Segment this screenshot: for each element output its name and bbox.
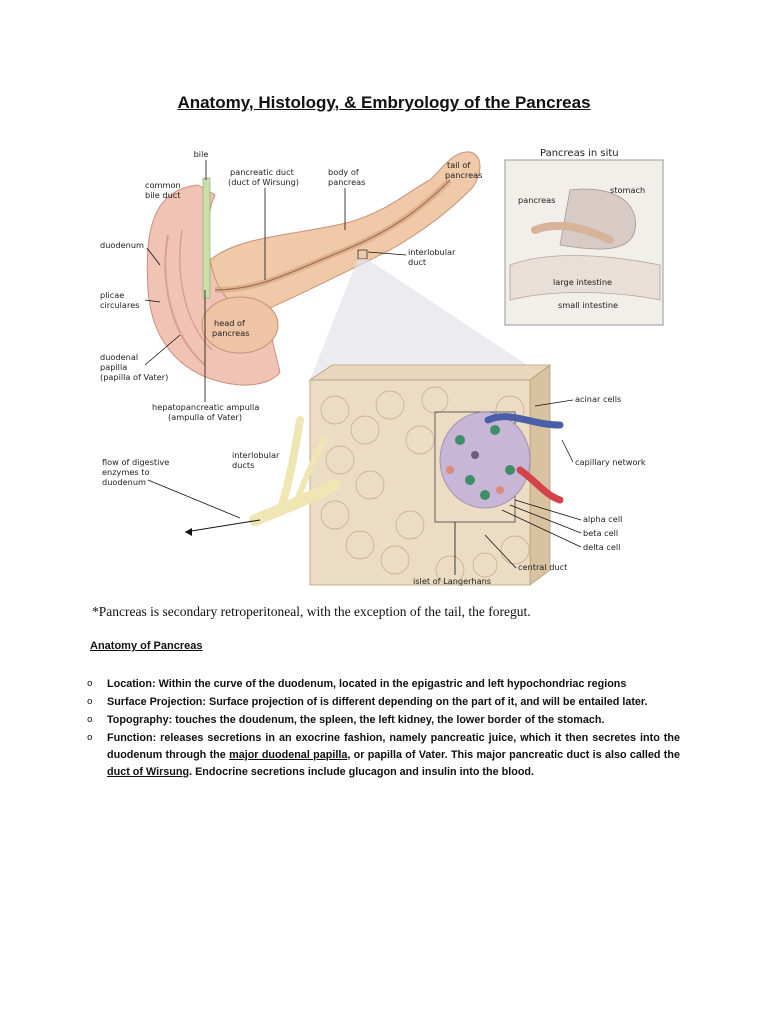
inset-label-pancreas: pancreas [518,195,555,205]
bullet-text: , or papilla of Vater. This major pancre… [347,749,680,761]
label-common-bile-duct-2: bile duct [145,190,181,200]
label-pancreatic-duct-2: (duct of Wirsung) [228,177,299,187]
label-papilla-2: papilla [100,362,127,372]
label-islet: islet of Langerhans [413,576,491,586]
label-tail: tail of [447,160,471,170]
label-body-2: pancreas [328,177,365,187]
major-duodenal-papilla-term: major duodenal papilla [229,749,348,761]
label-ampulla-2: (ampulla of Vater) [168,412,242,422]
anatomy-list: o Location: Within the curve of the duod… [87,676,680,782]
bullet-term: Location: [107,678,156,690]
label-bile: bile [194,149,209,159]
label-interlobular-duct: interlobular [408,247,456,257]
inset-label-stomach: stomach [610,185,645,195]
label-flow: flow of digestive [102,457,169,467]
label-acinar: acinar cells [575,394,621,404]
label-body: body of [328,167,360,177]
bullet-term: Topography: [107,714,173,726]
bullet-text: releases secretions in an exocrine fashi… [107,732,680,761]
page-title: Anatomy, Histology, & Embryology of the … [177,93,591,112]
list-item: o Topography: touches the doudenum, the … [87,712,680,729]
label-pancreatic-duct: pancreatic duct [230,167,295,177]
pancreas-illustration: bile common bile duct pancreatic duct (d… [100,148,664,586]
label-central-duct: central duct [518,562,568,572]
bullet-marker: o [87,715,93,725]
intro-note: *Pancreas is secondary retroperitoneal, … [92,604,531,619]
bullet-marker: o [87,733,93,743]
label-interlobular-ducts: interlobular [232,450,280,460]
bullet-text: . Endocrine secretions include glucagon … [189,766,535,778]
label-papilla: duodenal [100,352,138,362]
list-item: o Location: Within the curve of the duod… [87,676,680,693]
label-plicae-2: circulares [100,300,139,310]
inset-label-large-intestine: large intestine [553,277,612,287]
label-head-2: pancreas [212,328,249,338]
inset-label-small-intestine: small intestine [558,300,618,310]
bullet-term: Function: [107,732,157,744]
label-papilla-3: (papilla of Vater) [100,372,168,382]
label-interlobular-duct-2: duct [408,257,427,267]
label-delta: delta cell [583,542,620,552]
inset-title: Pancreas in situ [540,148,619,159]
bullet-text: Within the curve of the duodenum, locate… [155,678,627,690]
label-flow-3: duodenum [102,477,146,487]
list-item: o Function: releases secretions in an ex… [87,730,680,781]
bullet-marker: o [87,679,93,689]
label-interlobular-ducts-2: ducts [232,460,254,470]
label-plicae: plicae [100,290,124,300]
bullet-marker: o [87,697,93,707]
label-capillary: capillary network [575,457,646,467]
label-ampulla: hepatopancreatic ampulla [152,402,259,412]
label-tail-2: pancreas [445,170,482,180]
label-head: head of [214,318,246,328]
label-alpha: alpha cell [583,514,622,524]
bullet-text: Surface projection of is different depen… [206,696,648,708]
list-item: o Surface Projection: Surface projection… [87,694,680,711]
label-duodenum: duodenum [100,240,144,250]
duct-of-wirsung-term: duct of Wirsung [107,766,190,778]
label-common-bile-duct: common [145,180,181,190]
label-beta: beta cell [583,528,618,538]
section-heading: Anatomy of Pancreas [90,640,203,652]
label-flow-2: enzymes to [102,467,149,477]
bullet-text: touches the doudenum, the spleen, the le… [172,714,605,726]
bullet-term: Surface Projection: [107,696,206,708]
